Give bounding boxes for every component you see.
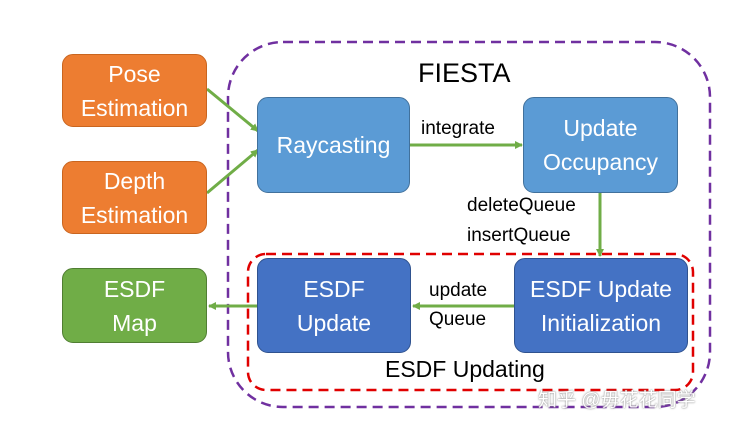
esdf-updating-label: ESDF Updating	[385, 356, 545, 382]
esdf-update-line-2: Update	[296, 309, 372, 336]
arrow-pose-to-raycasting	[206, 87, 259, 133]
insert-queue-label: insertQueue	[467, 225, 571, 246]
update-occupancy-line-1: Update	[563, 115, 638, 141]
esdf-update-node: ESDF Update	[257, 258, 411, 353]
raycasting-node: Raycasting	[257, 97, 410, 193]
esdf-update-line-1: ESDF	[303, 275, 365, 302]
integrate-label: integrate	[421, 118, 495, 139]
esdf-init-line-2: Initialization	[540, 309, 662, 336]
update-queue-label-1: update	[429, 280, 488, 301]
delete-queue-label: deleteQueue	[467, 195, 576, 216]
arrow-depth-to-raycasting	[206, 148, 259, 195]
pose-estimation-line-2: Estimation	[80, 94, 189, 121]
pose-estimation-line-1: Pose	[108, 60, 161, 87]
esdf-updating-boundary	[246, 252, 695, 392]
update-occupancy-line-2: Occupancy	[542, 149, 659, 175]
esdf-map-line-2: Map	[112, 309, 157, 336]
diagram-title: FIESTA	[418, 58, 511, 88]
watermark: 知乎 @毋花花同学	[538, 390, 696, 411]
esdf-init-line-1: ESDF Update	[530, 275, 672, 302]
fiesta-boundary	[226, 40, 712, 409]
depth-estimation-line-1: Depth	[103, 167, 166, 194]
update-queue-label-2: Queue	[429, 309, 487, 330]
depth-estimation-line-2: Estimation	[80, 201, 189, 228]
raycasting-label: Raycasting	[276, 132, 391, 158]
esdf-map-node: ESDF Map	[62, 268, 207, 343]
esdf-map-line-1: ESDF	[103, 275, 166, 302]
